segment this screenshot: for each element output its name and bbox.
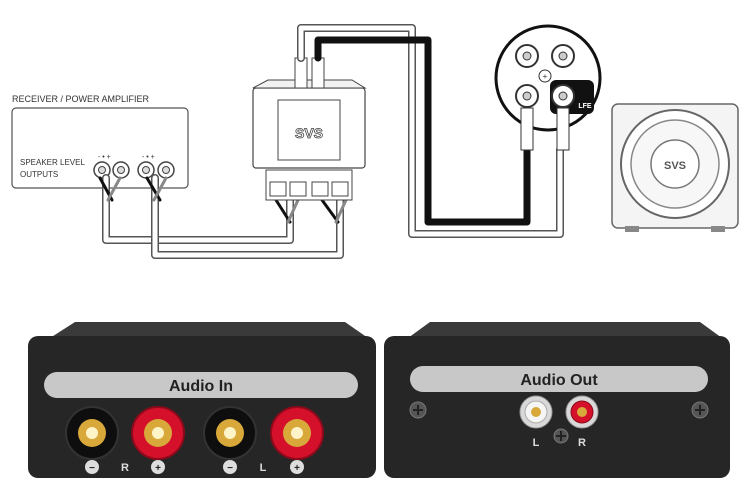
audio-in-device: Audio In − R + − L + bbox=[28, 322, 376, 478]
screw-icon bbox=[553, 428, 569, 444]
rca-right-label: R bbox=[578, 437, 586, 449]
converter-brand: SVS bbox=[295, 125, 323, 141]
audio-out-device: Audio Out L R bbox=[384, 322, 730, 478]
screw-icon bbox=[691, 401, 709, 419]
subwoofer: SVS bbox=[611, 103, 739, 232]
screw-icon bbox=[409, 401, 427, 419]
outputs-label: OUTPUTS bbox=[20, 170, 58, 179]
terminal-mark-6: + bbox=[294, 463, 300, 474]
rca-jack-right bbox=[565, 395, 599, 429]
svg-text:- • +: - • + bbox=[98, 154, 111, 161]
audio-out-label-plate bbox=[410, 366, 708, 392]
svs-converter-box: SVS bbox=[252, 57, 367, 201]
svg-text:- • +: - • + bbox=[142, 154, 155, 161]
receiver-title: RECEIVER / POWER AMPLIFIER bbox=[12, 94, 150, 104]
audio-in-label: Audio In bbox=[169, 378, 233, 395]
rca-jack-left bbox=[519, 395, 553, 429]
audio-in-terminal-l-positive bbox=[270, 406, 324, 460]
subwoofer-brand: SVS bbox=[664, 160, 686, 172]
terminal-mark-2: R bbox=[121, 462, 129, 474]
rca-left-label: L bbox=[533, 437, 540, 449]
lfe-label: LFE bbox=[578, 103, 592, 110]
audio-in-label-plate bbox=[44, 372, 358, 398]
speaker-wires bbox=[98, 174, 348, 259]
audio-in-terminal-r-negative bbox=[65, 406, 119, 460]
rca-cables bbox=[297, 24, 564, 238]
terminal-mark-3: + bbox=[155, 463, 161, 474]
audio-in-terminal-l-negative bbox=[203, 406, 257, 460]
terminal-mark-1: − bbox=[89, 463, 95, 474]
receiver-amplifier: RECEIVER / POWER AMPLIFIER SPEAKER LEVEL… bbox=[11, 94, 189, 189]
svg-text:+: + bbox=[543, 72, 548, 81]
terminal-mark-4: − bbox=[227, 463, 233, 474]
terminal-mark-5: L bbox=[260, 462, 267, 474]
speaker-level-label: SPEAKER LEVEL bbox=[20, 158, 85, 167]
audio-in-terminal-r-positive bbox=[131, 406, 185, 460]
audio-out-label: Audio Out bbox=[520, 372, 598, 389]
subwoofer-input-panel: + LFE bbox=[494, 24, 602, 151]
